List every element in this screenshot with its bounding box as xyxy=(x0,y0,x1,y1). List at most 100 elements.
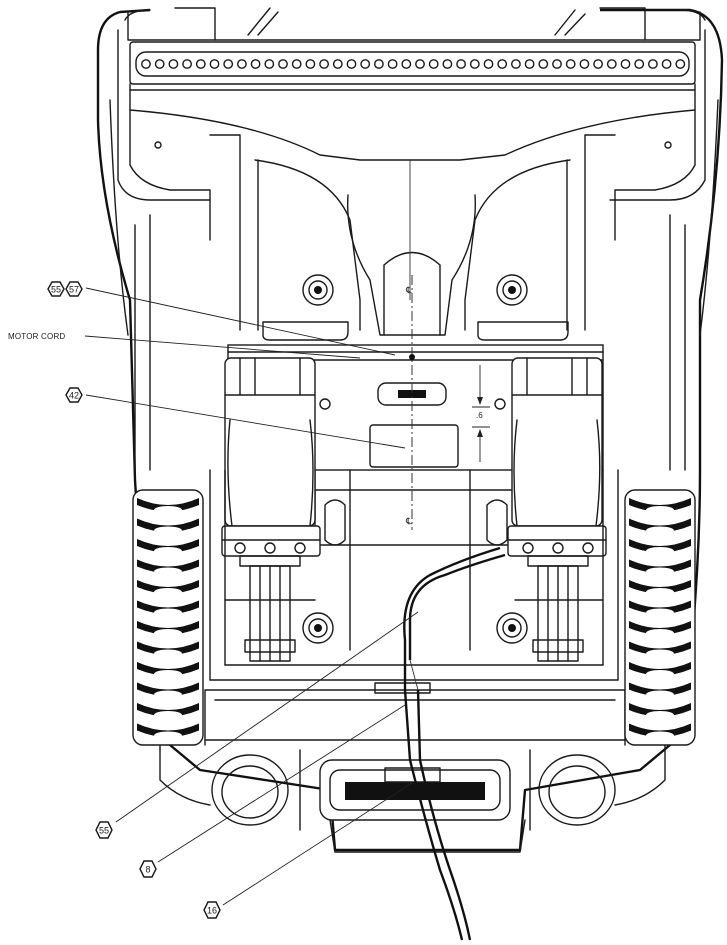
tread-gap xyxy=(646,608,674,617)
tread-lug xyxy=(629,723,691,737)
tread-gap xyxy=(646,731,674,740)
leader-16 xyxy=(222,782,413,906)
bumper-dot xyxy=(209,59,220,69)
tread-lug xyxy=(137,498,199,512)
wheel-left-tread xyxy=(137,498,199,740)
bumper-dot xyxy=(648,59,658,69)
tread-lug xyxy=(137,682,199,696)
tread-lug xyxy=(137,580,199,594)
tread-gap xyxy=(646,649,674,658)
tread-gap xyxy=(154,629,182,637)
bumper-dot xyxy=(620,59,631,69)
leader-42 xyxy=(85,394,406,449)
power-cord xyxy=(403,546,506,941)
tread-lug xyxy=(137,600,199,614)
wheel-right xyxy=(624,489,696,746)
svg-text:42: 42 xyxy=(69,391,79,401)
tread-lug xyxy=(629,600,691,614)
wheel-right-tread xyxy=(629,498,691,740)
bumper-dot xyxy=(524,59,535,69)
tread-lug xyxy=(629,539,691,553)
centerline: ℄ ℄ xyxy=(405,275,415,530)
tread-gap xyxy=(154,567,182,576)
bumper-dot xyxy=(250,59,261,69)
tread-lug xyxy=(629,641,691,655)
tread-lug xyxy=(137,518,199,532)
bumper-dot xyxy=(401,59,412,69)
bumper-dot xyxy=(223,59,234,69)
drive-motor-left xyxy=(221,357,321,662)
bumper-dot xyxy=(264,59,275,69)
tread-gap xyxy=(646,567,674,576)
bumper-dot xyxy=(675,59,686,69)
dimension-0.6: .6 xyxy=(472,365,490,462)
bumper-dot xyxy=(497,59,508,69)
tread-gap xyxy=(154,526,182,535)
chassis-frame xyxy=(96,7,724,852)
upper-housing xyxy=(129,89,696,341)
bumper-dot xyxy=(538,59,549,69)
mounting-bolt-left-lower xyxy=(302,612,334,644)
svg-text:57: 57 xyxy=(69,285,79,295)
bumper-dot xyxy=(415,59,425,69)
bumper-dot xyxy=(168,59,179,69)
bumper-dot xyxy=(593,59,603,69)
tread-gap xyxy=(646,547,674,555)
callout-55-bottom: 55 xyxy=(95,821,113,839)
bumper-dot xyxy=(606,59,617,69)
tread-gap xyxy=(646,670,674,678)
tread-gap xyxy=(154,711,182,719)
tread-gap xyxy=(646,588,674,596)
bumper-dot xyxy=(428,59,439,69)
motor-cord-label: MOTOR CORD xyxy=(8,332,65,341)
svg-text:55: 55 xyxy=(51,285,61,295)
bumper-dot xyxy=(332,59,343,69)
tread-lug xyxy=(629,580,691,594)
drive-motor-right xyxy=(507,357,607,662)
tread-gap xyxy=(646,629,674,637)
mounting-bolt-right-lower xyxy=(496,612,528,644)
tread-gap xyxy=(154,731,182,740)
tread-gap xyxy=(154,608,182,617)
top-bumper xyxy=(129,41,696,91)
tread-lug xyxy=(137,621,199,635)
bumper-dot xyxy=(469,59,480,69)
tread-lug xyxy=(629,682,691,696)
bumper-dot xyxy=(387,59,398,69)
bumper-dot xyxy=(182,59,193,69)
bumper-dot xyxy=(154,59,165,69)
wheel-left xyxy=(132,489,204,746)
dimension-label: .6 xyxy=(476,411,483,420)
bumper-dot xyxy=(565,59,576,69)
tread-lug xyxy=(137,703,199,717)
callout-8: 8 xyxy=(139,860,157,878)
bumper-dot xyxy=(236,59,247,69)
tread-gap xyxy=(646,506,674,514)
tread-gap xyxy=(154,506,182,514)
tread-gap xyxy=(646,526,674,535)
leader-8 xyxy=(157,704,406,863)
bumper-dot xyxy=(346,59,357,69)
leader-lines xyxy=(84,287,419,906)
callout-57: 57 xyxy=(65,281,83,297)
centerline-mark-top: ℄ xyxy=(405,285,412,295)
tread-lug xyxy=(137,539,199,553)
mounting-bolt-left-upper xyxy=(302,274,334,306)
bumper-dot xyxy=(579,59,590,69)
bumper-dot xyxy=(634,59,645,69)
tread-gap xyxy=(154,588,182,596)
svg-text:16: 16 xyxy=(207,906,217,916)
bumper-dot-row xyxy=(141,59,686,69)
callout-16: 16 xyxy=(203,901,221,919)
tread-lug xyxy=(137,641,199,655)
tread-lug xyxy=(629,621,691,635)
bumper-dot xyxy=(373,59,384,69)
tread-lug xyxy=(629,703,691,717)
tread-gap xyxy=(154,649,182,658)
rear-bumper xyxy=(159,744,666,853)
tread-lug xyxy=(137,723,199,737)
bumper-dot xyxy=(319,59,329,69)
tread-lug xyxy=(629,498,691,512)
tread-lug xyxy=(629,518,691,532)
